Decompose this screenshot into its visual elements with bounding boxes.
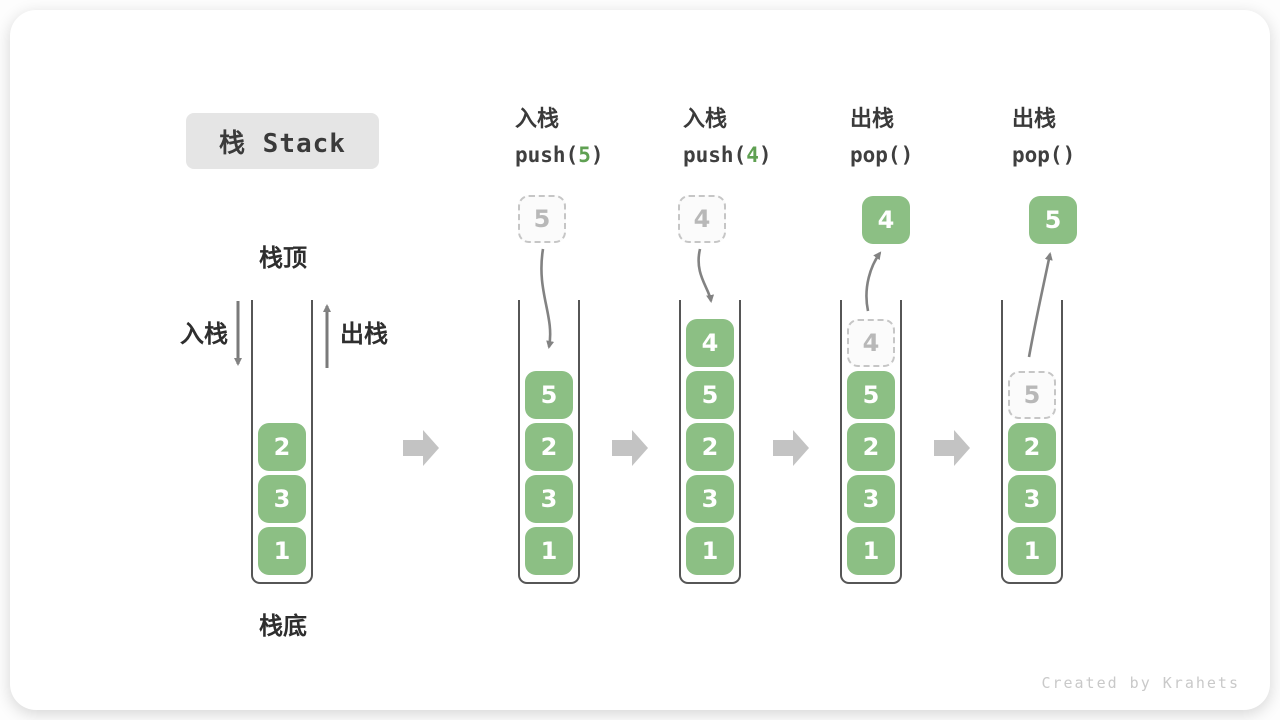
- stack-cell: 1: [847, 527, 895, 575]
- stack-cell: 2: [258, 423, 306, 471]
- incoming-value-box: 5: [518, 195, 566, 243]
- op-code: pop(): [1012, 141, 1075, 169]
- op-header-pop-5: 出栈 pop(): [1012, 106, 1075, 169]
- stack-cell: 2: [525, 423, 573, 471]
- code-before: pop(): [850, 143, 914, 167]
- op-code: push(4): [683, 141, 772, 169]
- stack-container-5: [1001, 300, 1063, 584]
- stack-cell: 5: [525, 371, 573, 419]
- op-header-push-5: 入栈 push(5): [515, 106, 604, 169]
- op-header-push-4: 入栈 push(4): [683, 106, 772, 169]
- stack-container-4: [840, 300, 902, 584]
- popped-value-box: 4: [862, 196, 910, 244]
- stack-top-label: 栈顶: [259, 244, 307, 272]
- code-after: ): [758, 143, 772, 167]
- op-code: pop(): [850, 141, 913, 169]
- code-after: ): [590, 143, 604, 167]
- op-name: 出栈: [850, 107, 895, 132]
- stack-cell: 1: [525, 527, 573, 575]
- code-before: pop(): [1012, 143, 1076, 167]
- stack-cell: 3: [847, 475, 895, 523]
- diagram-title: 栈 Stack: [186, 113, 379, 169]
- stack-cell: 4: [686, 319, 734, 367]
- stack-cell: 1: [686, 527, 734, 575]
- op-name: 出栈: [1012, 107, 1057, 132]
- push-side-label: 入栈: [180, 320, 228, 348]
- stack-cell: 2: [1008, 423, 1056, 471]
- stack-cell: 3: [525, 475, 573, 523]
- stack-cell: 3: [686, 475, 734, 523]
- stack-cell: 1: [1008, 527, 1056, 575]
- stack-cell: 2: [686, 423, 734, 471]
- stack-container-3: [679, 300, 741, 584]
- stack-cell: 5: [686, 371, 734, 419]
- stack-cell: 1: [258, 527, 306, 575]
- stack-container-2: [518, 300, 580, 584]
- op-name: 入栈: [683, 107, 728, 132]
- code-before: push(: [515, 143, 579, 167]
- popped-value-box: 5: [1029, 196, 1077, 244]
- stack-cell: 5: [847, 371, 895, 419]
- popped-ghost-cell: 4: [847, 319, 895, 367]
- popped-ghost-cell: 5: [1008, 371, 1056, 419]
- code-arg: 5: [578, 143, 591, 167]
- stack-cell: 3: [1008, 475, 1056, 523]
- op-code: push(5): [515, 141, 604, 169]
- stack-cell: 3: [258, 475, 306, 523]
- stack-container-1: [251, 300, 313, 584]
- credit-text: Created by Krahets: [1041, 674, 1240, 692]
- incoming-value-box: 4: [678, 195, 726, 243]
- op-header-pop-4: 出栈 pop(): [850, 106, 913, 169]
- code-before: push(: [683, 143, 747, 167]
- pop-side-label: 出栈: [340, 320, 388, 348]
- stack-bottom-label: 栈底: [259, 612, 307, 640]
- stack-cell: 2: [847, 423, 895, 471]
- code-arg: 4: [746, 143, 759, 167]
- op-name: 入栈: [515, 107, 560, 132]
